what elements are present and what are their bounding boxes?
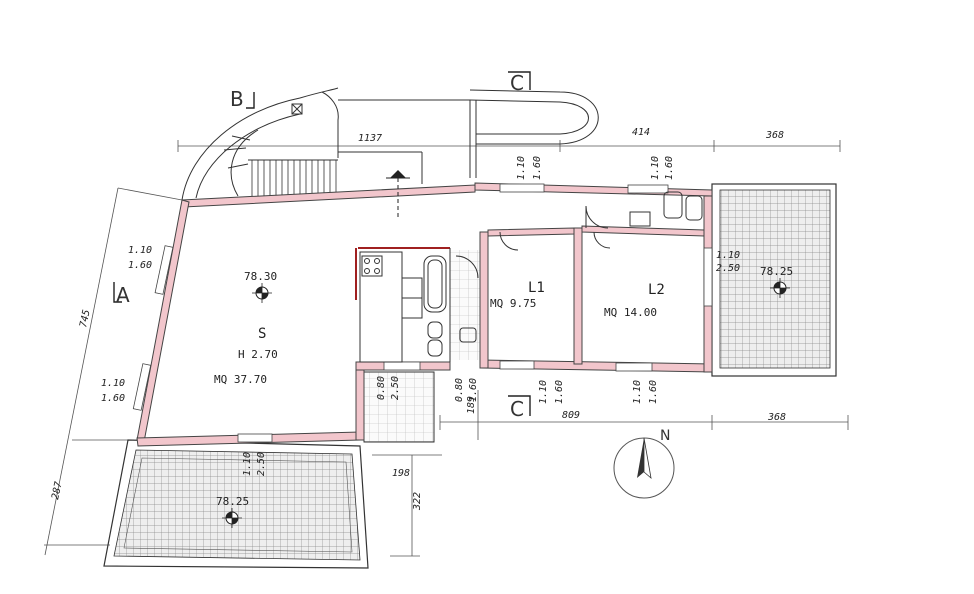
opening-bath-bot-a: 0.80 bbox=[454, 378, 465, 402]
level-marker-icon bbox=[222, 508, 242, 528]
north-arrow-icon bbox=[613, 437, 675, 499]
opening-l1-bot-a: 1.10 bbox=[538, 380, 549, 404]
section-marks bbox=[113, 71, 531, 416]
opening-s-south-b: 2.50 bbox=[256, 452, 267, 476]
l2-area: MQ 14.00 bbox=[604, 306, 657, 319]
opening-nook-b: 2.50 bbox=[390, 376, 401, 400]
opening-s-west1-a: 1.10 bbox=[128, 245, 152, 256]
section-mark-a: A bbox=[116, 283, 130, 307]
opening-bath-bot-b: 1.60 bbox=[468, 378, 479, 402]
terrace-south bbox=[103, 439, 369, 569]
dim-809: 809 bbox=[562, 410, 580, 421]
s-level: 78.30 bbox=[244, 270, 277, 283]
bath-floor bbox=[450, 250, 482, 360]
opening-s-west2-a: 1.10 bbox=[101, 378, 125, 389]
terrace-east bbox=[711, 183, 837, 377]
staircase bbox=[181, 87, 423, 201]
dim-368-top: 368 bbox=[765, 130, 784, 141]
dim-745: 745 bbox=[78, 309, 93, 329]
dimension-lines bbox=[44, 140, 849, 557]
opening-l1-bot-b: 1.60 bbox=[554, 380, 565, 404]
opening-l2-bot-b: 1.60 bbox=[648, 380, 659, 404]
s-height: H 2.70 bbox=[238, 348, 278, 361]
dim-322: 322 bbox=[412, 492, 423, 511]
opening-bath-top-a: 1.10 bbox=[650, 156, 661, 180]
dim-368-bottom: 368 bbox=[767, 412, 786, 423]
section-mark-c-top: C bbox=[510, 71, 524, 95]
opening-l1-top-a: 1.10 bbox=[516, 156, 527, 180]
opening-l2-side-b: 2.50 bbox=[716, 263, 740, 274]
north-label: N bbox=[660, 428, 670, 444]
section-mark-b: B bbox=[230, 87, 244, 111]
dim-287: 287 bbox=[50, 481, 65, 501]
terrace-east-level: 78.25 bbox=[760, 265, 793, 278]
section-mark-c-bottom: C bbox=[510, 397, 524, 421]
plan-labels: B C A C N 78.30 S H 2.70 MQ 37.70 L1 MQ … bbox=[50, 71, 793, 511]
l2-label: L2 bbox=[648, 282, 665, 298]
opening-nook-a: 0.80 bbox=[376, 376, 387, 400]
opening-s-west1-b: 1.60 bbox=[128, 260, 152, 271]
level-marker-icon bbox=[770, 278, 790, 298]
l1-label: L1 bbox=[528, 280, 545, 296]
opening-s-south-a: 1.10 bbox=[242, 452, 253, 476]
entry-arrow-icon bbox=[386, 170, 410, 218]
opening-l1-top-b: 1.60 bbox=[532, 156, 543, 180]
top-balcony bbox=[338, 89, 599, 178]
kitchen-bath bbox=[355, 191, 703, 363]
s-label: S bbox=[258, 326, 266, 342]
dim-189: 189 bbox=[466, 396, 477, 414]
opening-l2-bot-a: 1.10 bbox=[632, 380, 643, 404]
opening-bath-top-b: 1.60 bbox=[664, 156, 675, 180]
dim-1137: 1137 bbox=[358, 133, 382, 144]
dim-414: 414 bbox=[632, 127, 650, 138]
level-marker-icon bbox=[252, 283, 272, 303]
opening-s-west2-b: 1.60 bbox=[101, 393, 125, 404]
level-markers bbox=[222, 170, 790, 528]
s-area: MQ 37.70 bbox=[214, 373, 267, 386]
corner-nook bbox=[363, 371, 435, 443]
terrace-south-level: 78.25 bbox=[216, 495, 249, 508]
dim-198: 198 bbox=[392, 468, 410, 479]
l1-area: MQ 9.75 bbox=[490, 297, 536, 310]
opening-l2-side-a: 1.10 bbox=[716, 250, 740, 261]
